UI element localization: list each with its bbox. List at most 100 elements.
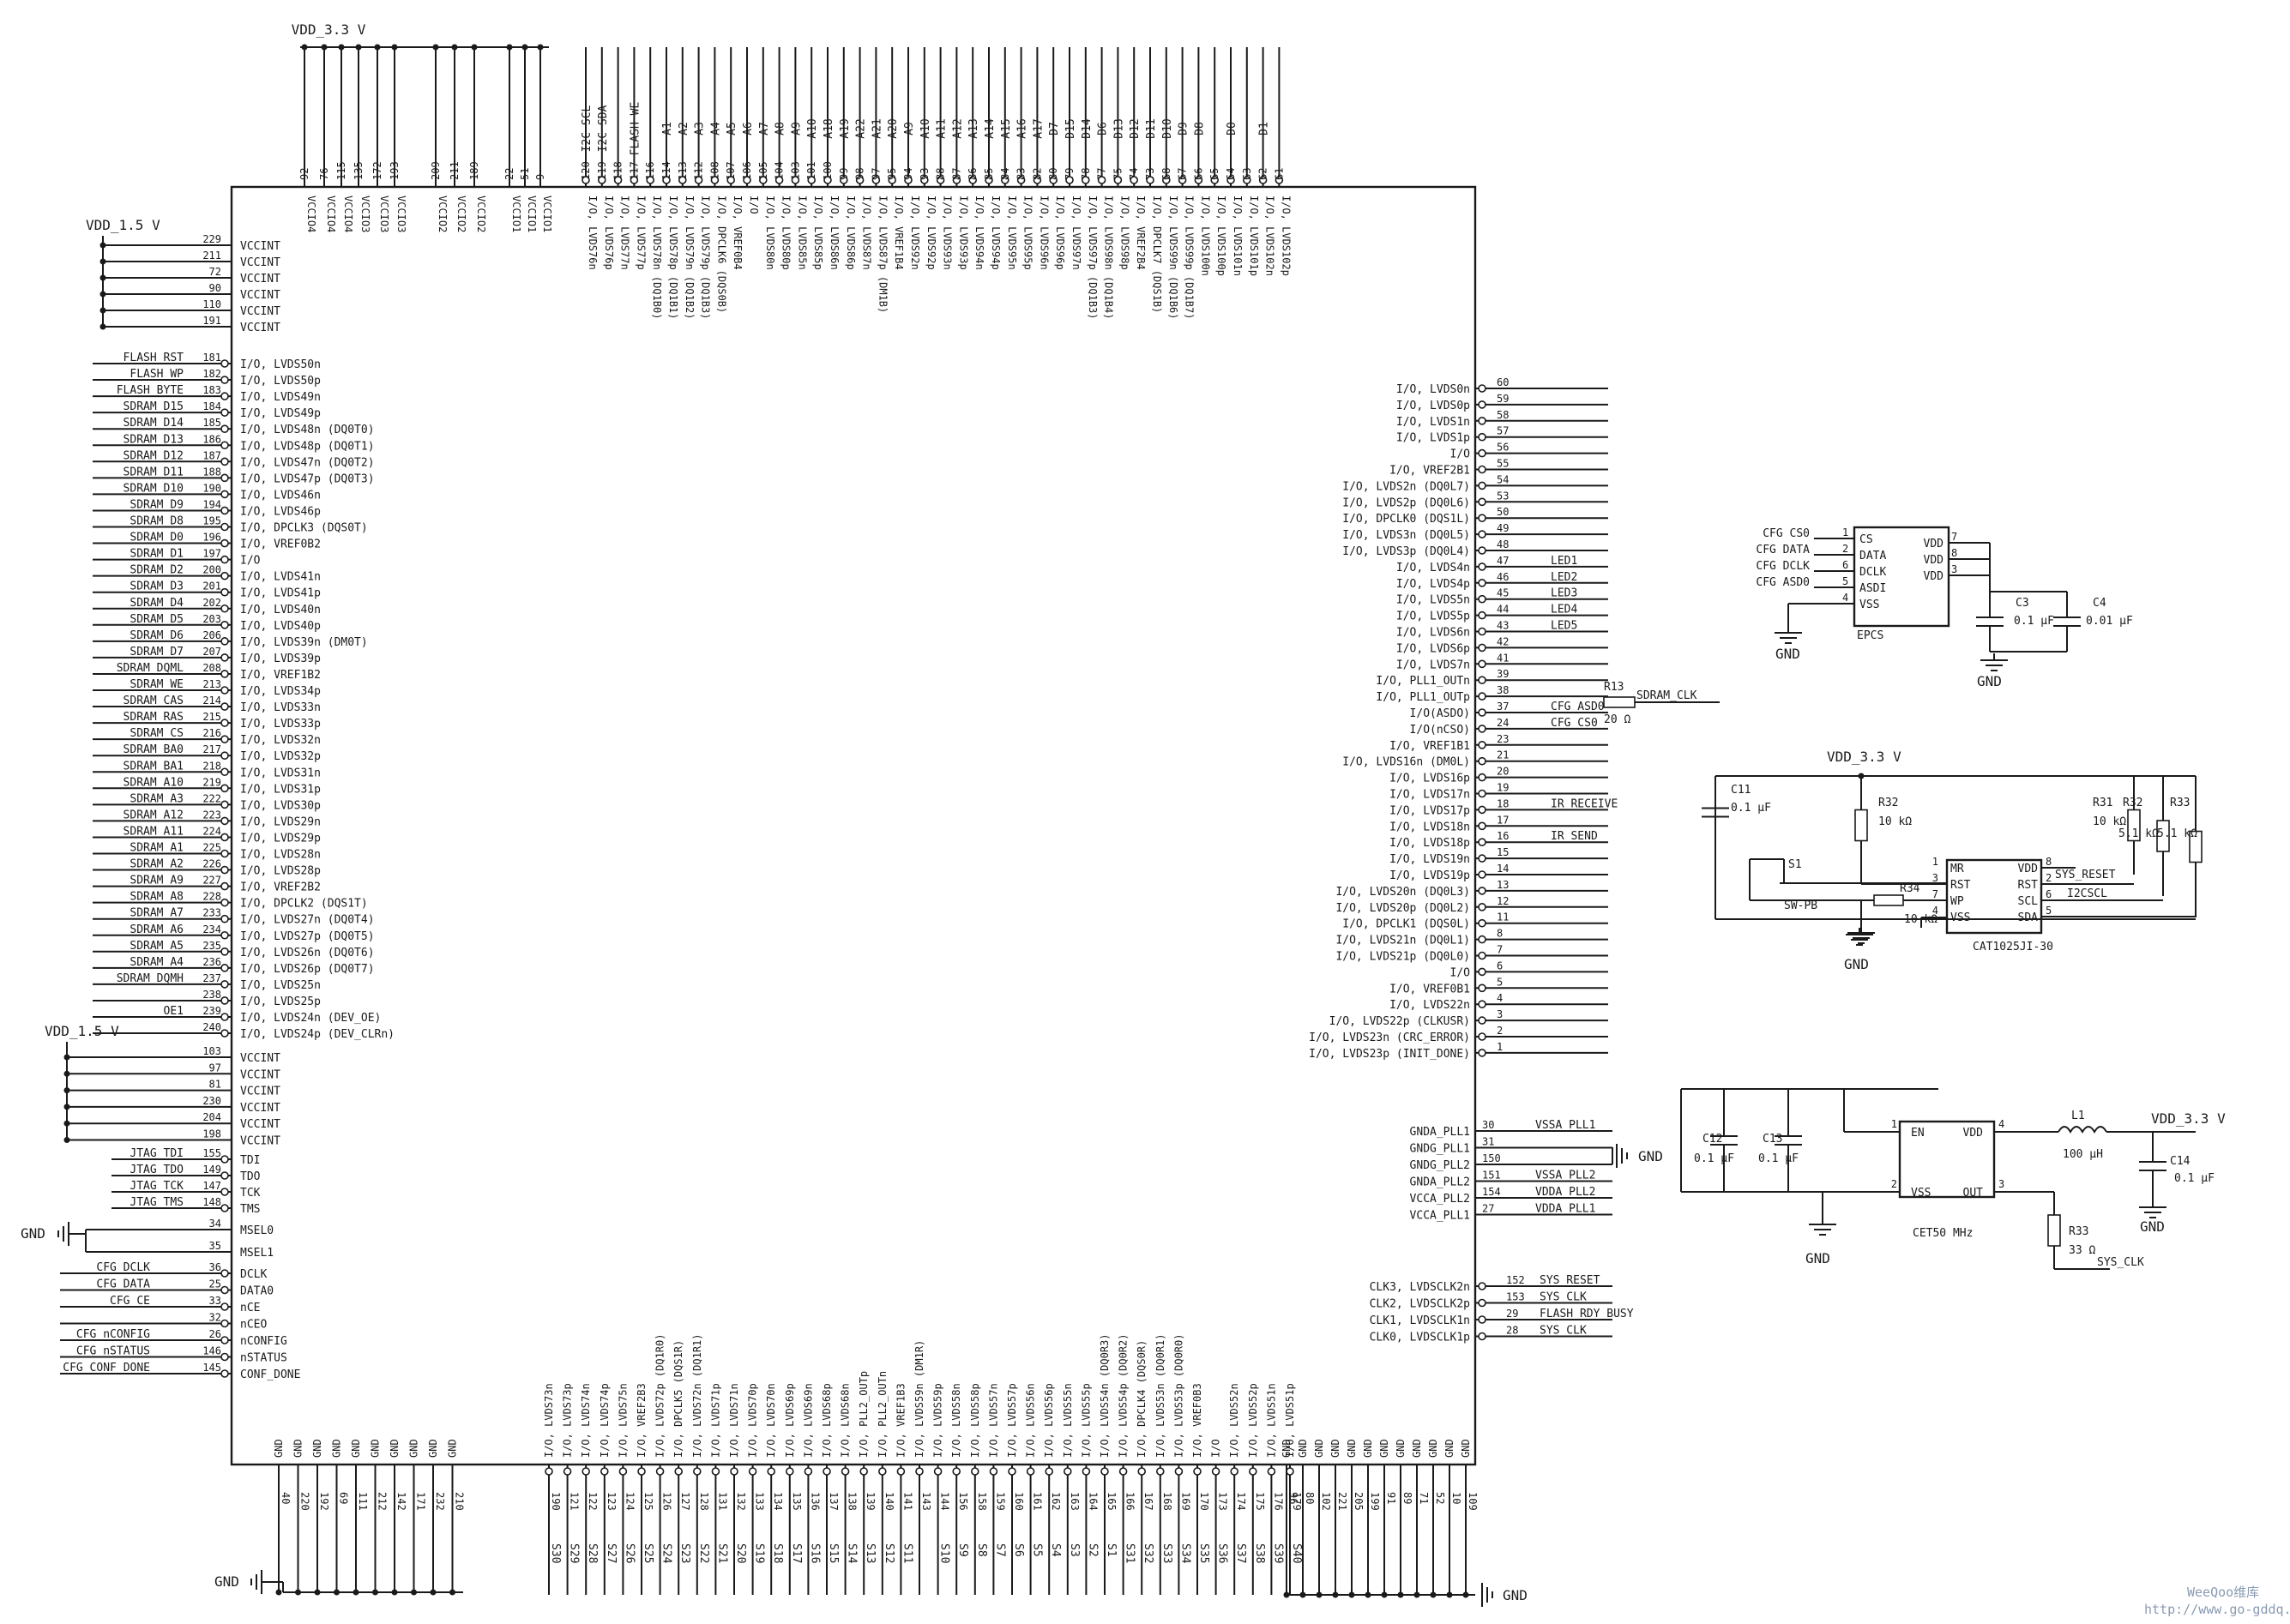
right-pin-number: 49 (1497, 522, 1509, 534)
top-pin-number: 67 (1177, 168, 1189, 180)
bottom-signal-net: S25 (642, 1543, 654, 1563)
pll-ground (1616, 1144, 1628, 1168)
vccint-junction (63, 1120, 70, 1127)
top-signal-net: A4 (709, 122, 722, 135)
top-pin-marker (694, 176, 703, 184)
top-pin-number: 93 (919, 168, 931, 180)
bottom-signal-net: S22 (697, 1543, 710, 1563)
epcs-pin-name: VDD (1924, 538, 1944, 550)
left-signal-net: FLASH BYTE (117, 384, 184, 397)
bottom-signal-net: S9 (956, 1543, 969, 1557)
bottom-pin-name: I/O, LVDS55n (1062, 1383, 1074, 1458)
bottom-signal-net: S32 (1142, 1543, 1154, 1563)
vccint-pin-number: 97 (209, 1062, 221, 1074)
bottom-gnd-junction (1413, 1591, 1420, 1598)
bottom-gnd-junction (372, 1589, 378, 1596)
cfg-pin-marker (220, 1269, 229, 1278)
right-pin-marker (1478, 821, 1486, 831)
osc-gnd-label: GND (1805, 1250, 1830, 1266)
bottom-gnd-junction (334, 1589, 340, 1596)
bottom-pin-marker (785, 1467, 794, 1476)
r33-resistor (2047, 1214, 2061, 1247)
vccio-junction (471, 44, 478, 51)
right-pin-name: I/O, LVDS20p (DQ0L2) (1335, 902, 1470, 915)
top-pin-number: 73 (1144, 168, 1156, 180)
bottom-pin-marker (767, 1467, 776, 1476)
left-pin-marker (220, 473, 229, 483)
top-signal-net: A11 (936, 118, 949, 138)
right-pin-number: 59 (1497, 393, 1509, 405)
epcs-pin-name: DCLK (1859, 566, 1886, 579)
vccint-pin-number: 230 (202, 1095, 221, 1107)
bottom-gnd-number: 69 (338, 1492, 350, 1504)
left-pin-number: 233 (202, 907, 221, 919)
bottom-gnd-pin-name: GND (1411, 1439, 1423, 1458)
epcs-pin-name: VDD (1924, 570, 1944, 583)
top-pin-name: I/O, LVDS94p (990, 195, 1002, 270)
c11-name: C11 (1731, 784, 1751, 797)
vccio-pin-name: VCCIO2 (475, 195, 487, 232)
bottom-gnd-junction (1332, 1591, 1339, 1598)
right-pin-name: I/O, DPCLK0 (DQS1L) (1342, 513, 1470, 526)
clk-net: SYS_CLK (1540, 1291, 1587, 1304)
left-pin-number: 188 (202, 466, 221, 478)
bottom-pin-marker (1100, 1467, 1109, 1476)
cfg-pin-marker (220, 1319, 229, 1328)
top-pin-number: 83 (1015, 168, 1027, 180)
cfg-net: CFG CONF_DONE (63, 1362, 150, 1374)
bottom-pin-marker (692, 1467, 702, 1476)
pll-net: VDDA_PLL1 (1535, 1203, 1595, 1216)
left-pin-marker (220, 604, 229, 613)
right-pin-name: I/O, PLL1_OUTn (1376, 675, 1470, 688)
vccint-pin-number: 90 (209, 282, 221, 294)
right-pin-name: I/O, LVDS17p (1389, 804, 1470, 817)
c13-name: C13 (1763, 1133, 1782, 1146)
bottom-gnd-number: 171 (415, 1492, 427, 1511)
osc-ground (1809, 1218, 1836, 1236)
right-pin-name: I/O, LVDS16n (DM0L) (1342, 756, 1470, 769)
epcs-net: CFG DATA (1756, 544, 1810, 556)
bottom-pin-number: 166 (1124, 1492, 1136, 1511)
bottom-gnd-junction (1316, 1591, 1323, 1598)
bottom-pin-name: I/O (1210, 1439, 1222, 1458)
bottom-signal-net: S8 (975, 1543, 988, 1557)
epcs-pin-number: 1 (1842, 526, 1848, 538)
bottom-gnd-number: 89 (1401, 1492, 1413, 1504)
top-pin-marker (1016, 176, 1026, 184)
bottom-pin-number: 162 (1050, 1492, 1062, 1511)
left-pin-name: I/O, LVDS25p (240, 995, 321, 1008)
bottom-gnd-junction (1381, 1591, 1388, 1598)
right-pin-marker (1478, 594, 1486, 604)
vccio-pin-name: VCCIO4 (325, 195, 337, 232)
r31-value: 10 kΩ (2093, 815, 2126, 828)
bottom-pin-name: I/O, LVDS59p (932, 1383, 944, 1458)
left-signal-net: SDRAM A6 (130, 923, 184, 936)
bottom-pin-marker (1118, 1467, 1128, 1476)
osc-pin-number: 3 (1998, 1178, 2004, 1190)
right-pin-name: I/O, LVDS19p (1389, 869, 1470, 882)
left-signal-net: SDRAM DQML (117, 662, 184, 675)
vccint-junction (63, 1137, 70, 1143)
top-signal-net: I2C SCL (581, 105, 594, 152)
pll-net: VSSA_PLL2 (1535, 1170, 1595, 1182)
right-pin-name: I/O, LVDS6p (1396, 642, 1470, 655)
top-pin-marker (630, 176, 639, 184)
left-pin-marker (220, 865, 229, 875)
top-signal-net: A1 (661, 122, 674, 135)
right-pin-marker (1478, 497, 1486, 507)
right-pin-marker (1478, 676, 1486, 685)
c14-name: C14 (2170, 1155, 2191, 1168)
top-signal-net: A13 (967, 118, 980, 138)
bottom-signal-net: S35 (1197, 1543, 1210, 1563)
bottom-pin-marker (1064, 1467, 1072, 1476)
jtag-pin-marker (220, 1171, 229, 1180)
bottom-gnd-number: 212 (377, 1492, 389, 1511)
top-pin-marker (1243, 176, 1251, 184)
top-pin-marker (1033, 176, 1042, 184)
bottom-gnd-junction (1348, 1591, 1355, 1598)
left-pin-marker (220, 784, 229, 793)
epcs-pin-name: ASDI (1859, 582, 1886, 595)
bottom-gnd-junction (449, 1589, 455, 1596)
top-pin-marker (1130, 176, 1138, 184)
left-pin-name: I/O, VREF2B2 (240, 881, 321, 894)
